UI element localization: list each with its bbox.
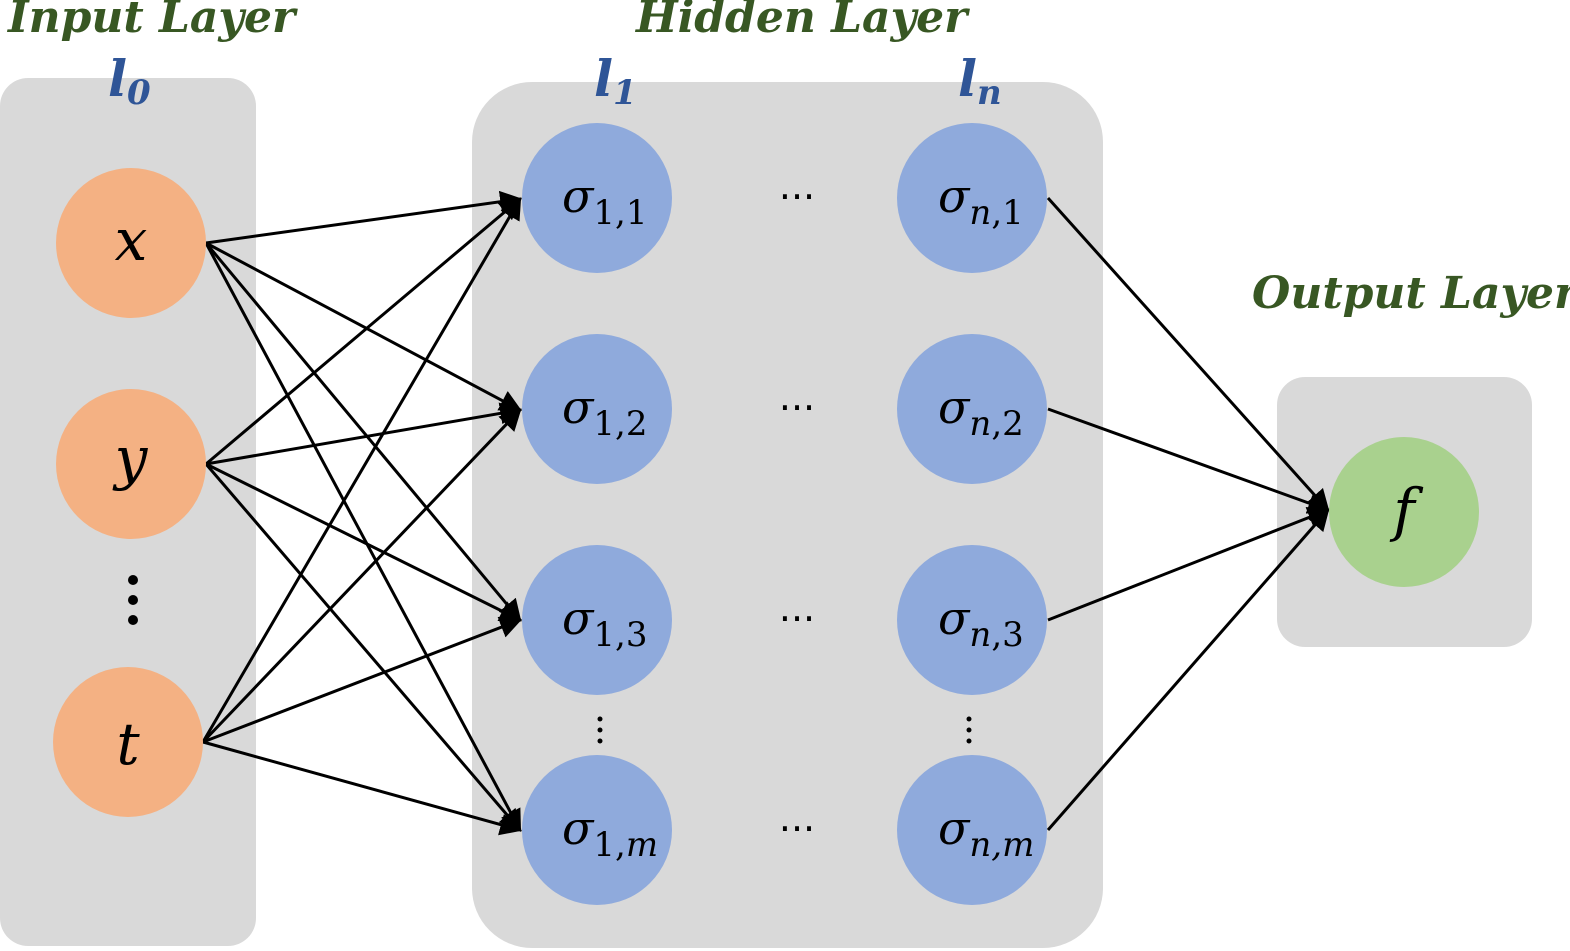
hidden-node-1-1-circle bbox=[522, 123, 672, 273]
ellipsis-dot-2 bbox=[128, 595, 138, 605]
hidden-node-1-m: σ1,m bbox=[522, 755, 672, 905]
hidden-node-n-3-circle bbox=[897, 545, 1047, 695]
edge-y-s11 bbox=[205, 197, 522, 466]
input-node-x-label: x bbox=[115, 206, 148, 274]
output-layer-title: Output Layer bbox=[1252, 268, 1570, 319]
edge-snm-f bbox=[1046, 508, 1330, 831]
hl-vdot-3 bbox=[966, 738, 972, 744]
hidden-node-1-2: σ1,2 bbox=[522, 334, 672, 484]
hl-vdot-2 bbox=[966, 727, 972, 733]
hl-vdot-1 bbox=[966, 716, 972, 722]
hidden-node-n-m-circle bbox=[897, 755, 1047, 905]
hidden-node-1-3-label: σ1,3 bbox=[562, 591, 647, 655]
edge-t-s1m bbox=[202, 740, 523, 836]
hidden-node-n-3-label: σn,3 bbox=[938, 591, 1024, 655]
input-node-x: x bbox=[56, 168, 206, 318]
hidden-node-1-2-circle bbox=[522, 334, 672, 484]
hidden-node-1-3: σ1,3 bbox=[522, 545, 672, 695]
edge-x-s12 bbox=[205, 241, 522, 412]
hidden-node-n-1-label: σn,1 bbox=[938, 169, 1024, 233]
input-layer-index: l0 bbox=[108, 49, 151, 113]
hidden-last-vertical-ellipsis bbox=[966, 716, 972, 744]
hidden-ellipsis-row-3: ··· bbox=[779, 597, 815, 641]
hidden-layer-panel bbox=[472, 82, 1103, 948]
ellipsis-dot-3 bbox=[128, 615, 138, 625]
input-node-y: y bbox=[56, 389, 206, 539]
hf-vdot-2 bbox=[597, 727, 603, 733]
output-edges bbox=[1046, 196, 1331, 831]
edge-t-s13 bbox=[202, 616, 523, 744]
edge-y-s13 bbox=[205, 462, 522, 622]
input-node-y-circle bbox=[56, 389, 206, 539]
hidden-node-n-3: σn,3 bbox=[897, 545, 1047, 695]
edge-sn3-f bbox=[1047, 507, 1331, 622]
input-node-t-label: t bbox=[116, 710, 140, 778]
input-node-t-circle bbox=[53, 667, 203, 817]
hidden-node-n-m: σn,m bbox=[897, 755, 1047, 905]
hidden-node-1-1: σ1,1 bbox=[522, 123, 672, 273]
hidden-first-vertical-ellipsis bbox=[597, 716, 603, 744]
edge-t-s11 bbox=[201, 197, 522, 743]
output-node-f: f bbox=[1329, 437, 1479, 587]
hidden-node-1-1-label: σ1,1 bbox=[562, 169, 647, 233]
input-layer-title: Input Layer bbox=[6, 0, 298, 43]
edge-x-s1m bbox=[204, 242, 522, 832]
edge-sn1-f bbox=[1046, 196, 1330, 512]
hidden-layer-title: Hidden Layer bbox=[634, 0, 970, 43]
hidden-node-1-m-circle bbox=[522, 755, 672, 905]
input-edges bbox=[201, 190, 523, 836]
output-node-f-circle bbox=[1329, 437, 1479, 587]
hidden-node-1-2-label: σ1,2 bbox=[562, 380, 647, 444]
edge-x-s13 bbox=[204, 242, 522, 622]
input-node-x-circle bbox=[56, 168, 206, 318]
hidden-node-n-2-label: σn,2 bbox=[938, 380, 1024, 444]
hidden-ellipsis-row-m: ··· bbox=[779, 807, 815, 851]
input-node-t: t bbox=[53, 667, 203, 817]
ellipsis-dot-1 bbox=[128, 575, 138, 585]
input-vertical-ellipsis bbox=[128, 575, 138, 625]
edge-t-s12 bbox=[201, 408, 522, 744]
hidden-last-layer-index: ln bbox=[958, 49, 1002, 113]
edge-y-s12 bbox=[205, 402, 523, 466]
hidden-ellipsis-row-1: ··· bbox=[779, 175, 815, 219]
hidden-node-n-1: σn,1 bbox=[897, 123, 1047, 273]
hidden-node-n-2-circle bbox=[897, 334, 1047, 484]
hidden-node-1-3-circle bbox=[522, 545, 672, 695]
edge-x-s11 bbox=[205, 190, 523, 245]
hidden-first-layer-index: l1 bbox=[594, 49, 637, 113]
input-node-y-label: y bbox=[112, 424, 149, 492]
edge-y-s1m bbox=[204, 463, 522, 832]
hidden-node-n-1-circle bbox=[897, 123, 1047, 273]
hf-vdot-3 bbox=[597, 738, 603, 744]
edge-sn2-f bbox=[1047, 407, 1331, 514]
hf-vdot-1 bbox=[597, 716, 603, 722]
hidden-node-n-m-label: σn,m bbox=[938, 801, 1034, 865]
hidden-node-1-m-label: σ1,m bbox=[562, 801, 658, 865]
hidden-ellipsis-row-2: ··· bbox=[779, 386, 815, 430]
hidden-node-n-2: σn,2 bbox=[897, 334, 1047, 484]
